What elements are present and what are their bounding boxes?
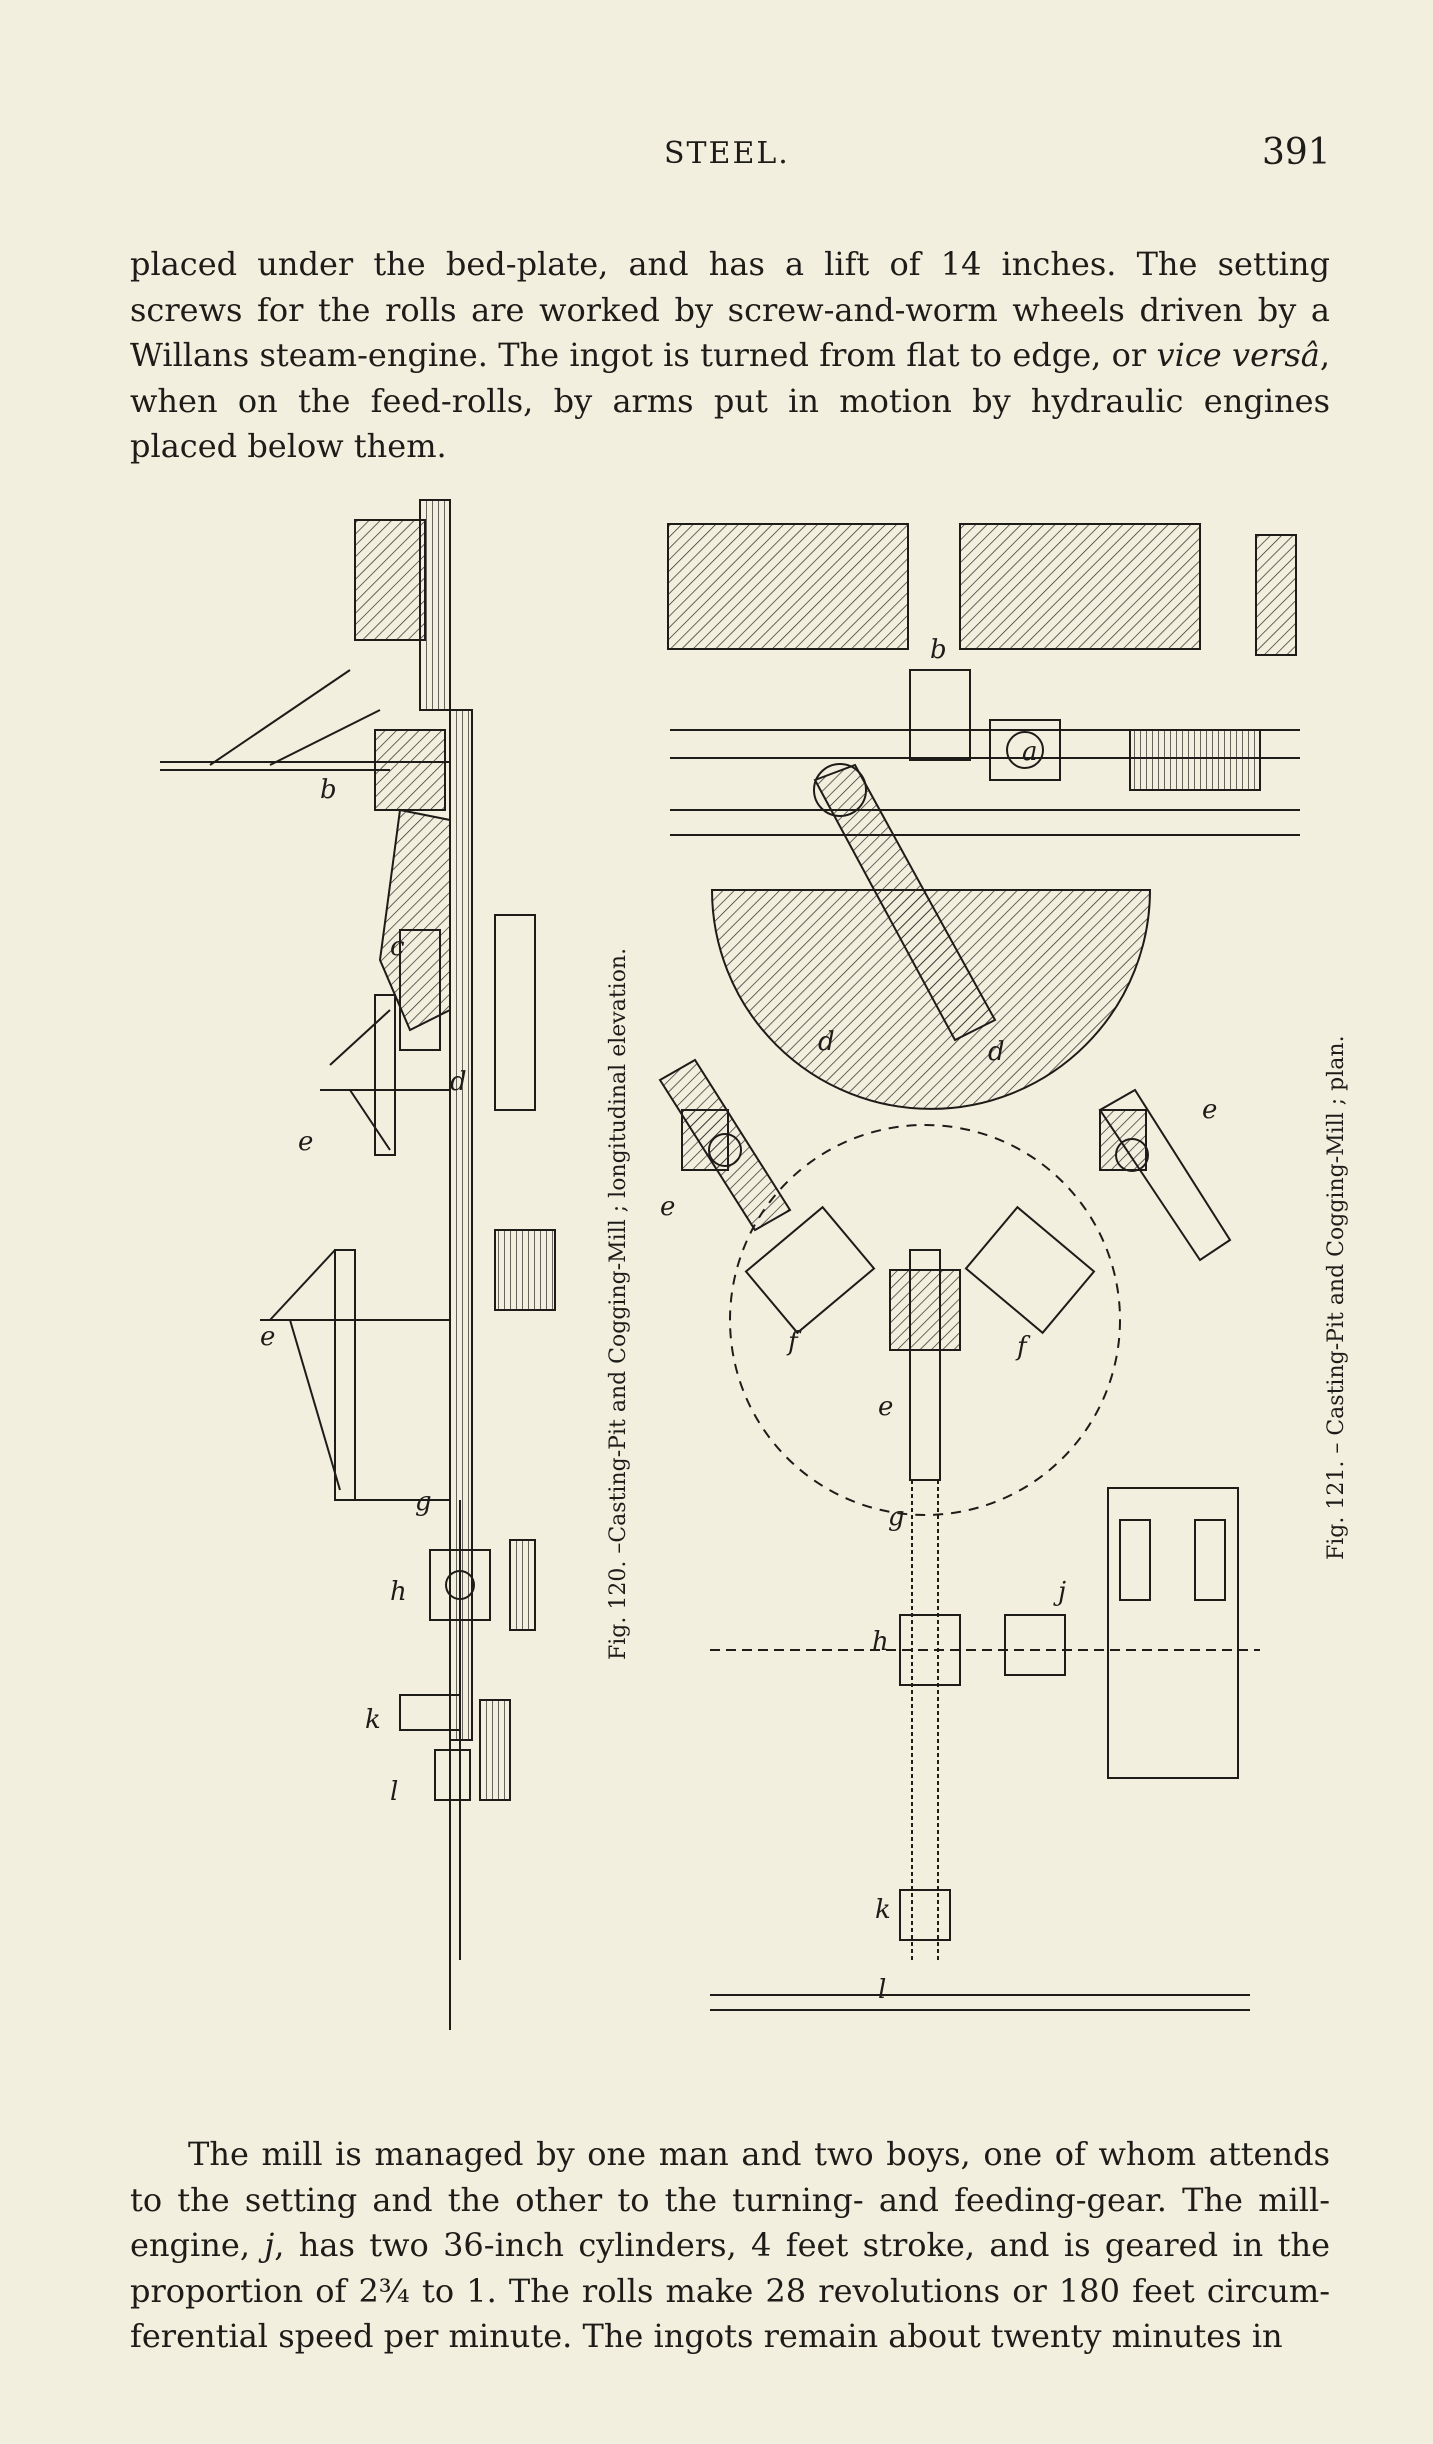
fig121-label-a: a — [1022, 737, 1038, 767]
paragraph-bottom-text-2: , has two 36-inch cylinders, 4 feet stro… — [130, 2226, 1331, 2355]
fig121-label-d2: d — [988, 1037, 1005, 1067]
fig120-label-e2: e — [260, 1322, 275, 1352]
fig120-label-g: g — [415, 1487, 432, 1517]
paragraph-bottom: The mill is managed by one man and two b… — [130, 2132, 1330, 2360]
fig121-label-h: h — [872, 1627, 889, 1657]
paragraph-bottom-italic: j — [264, 2226, 275, 2264]
paragraph-top-text-1: placed under the bed-plate, and has a li… — [130, 245, 1330, 374]
paragraph-top-italic: vice versâ — [1156, 336, 1320, 374]
fig120-elevation — [160, 499, 556, 2030]
fig121-label-e3: e — [878, 1392, 893, 1422]
paragraph-top-text-2: , when on the feed-rolls, by arms put in… — [130, 336, 1331, 465]
fig120-caption: Fig. 120. –Casting-Pit and Cogging-Mill … — [606, 948, 631, 1660]
page-number: 391 — [1262, 132, 1331, 173]
fig121-label-k: k — [875, 1895, 891, 1925]
paragraph-top: placed under the bed-plate, and has a li… — [130, 242, 1330, 470]
fig121-label-j: j — [1053, 1577, 1066, 1607]
fig120-label-d: d — [450, 1067, 467, 1097]
paragraph-bottom-text-1: The mill is managed by one man and two b… — [130, 2135, 1330, 2264]
fig120-label-c: c — [390, 932, 405, 962]
fig120-labels: b c d e e g h k l — [260, 775, 467, 1807]
fig121-label-f2: f — [1015, 1332, 1031, 1362]
fig121-label-g: g — [888, 1502, 905, 1532]
fig120-label-e1: e — [298, 1127, 313, 1157]
fig121-label-e2: e — [1202, 1095, 1217, 1125]
figure-casting-pit: b c d e e g h k l Fig. 120. –Casting-Pit… — [150, 490, 1350, 2030]
fig121-label-l: l — [878, 1975, 886, 2005]
fig120-label-h: h — [390, 1577, 407, 1607]
running-title: STEEL. — [664, 136, 790, 171]
fig121-label-d1: d — [818, 1027, 835, 1057]
fig121-label-b: b — [930, 635, 947, 665]
fig120-label-b: b — [320, 775, 337, 805]
page-header: STEEL. 391 — [0, 132, 1433, 176]
fig121-label-e1: e — [660, 1192, 675, 1222]
fig120-label-k: k — [365, 1705, 381, 1735]
fig120-label-l: l — [390, 1777, 398, 1807]
fig121-plan — [658, 523, 1300, 2011]
fig121-caption: Fig. 121. – Casting-Pit and Cogging-Mill… — [1324, 1035, 1349, 1560]
figure-drawing: b c d e e g h k l Fig. 120. –Casting-Pit… — [160, 499, 1349, 2030]
